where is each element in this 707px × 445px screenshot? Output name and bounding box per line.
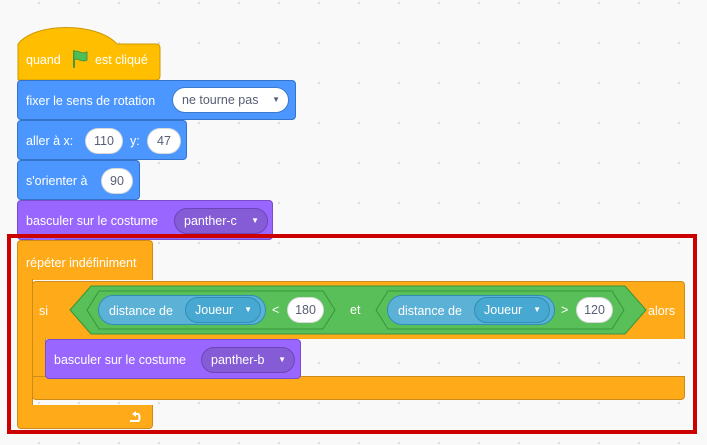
set-rotation-style-block[interactable]: fixer le sens de rotation ne tourne pas … [17,80,296,120]
go-to-xy-block[interactable]: aller à x: 110 y: 47 [17,120,187,160]
costume-value: panther-b [211,353,265,367]
chevron-down-icon: ▼ [278,355,286,364]
distance-label: distance de [109,304,173,318]
and-operator-block[interactable]: et [69,285,647,335]
costume-dropdown[interactable]: panther-c ▼ [174,208,268,234]
forever-label: répéter indéfiniment [26,256,137,270]
y-input[interactable]: 47 [147,128,181,154]
if-foot [32,376,685,400]
less-than-operator-block[interactable]: distance de Joueur ▼ < 180 [86,290,336,330]
distance-target-dropdown[interactable]: Joueur ▼ [474,297,550,323]
rotation-style-label: fixer le sens de rotation [26,94,156,108]
greater-than-symbol: > [561,303,569,317]
loop-arrow-icon [130,411,141,422]
distance-to-reporter[interactable]: distance de Joueur ▼ [98,295,266,325]
if-label: si [39,304,49,318]
distance-to-reporter[interactable]: distance de Joueur ▼ [387,295,555,325]
go-to-x-label: aller à x: [26,134,74,148]
then-label: alors [648,304,676,318]
distance-target-value: Joueur [484,303,523,317]
forever-foot [17,405,153,429]
switch-costume-block[interactable]: basculer sur le costume panther-b ▼ [45,339,301,379]
x-input[interactable]: 110 [85,128,123,154]
chevron-down-icon: ▼ [533,305,541,314]
green-flag-icon [73,50,88,68]
chevron-down-icon: ▼ [251,216,259,225]
when-label: quand [26,53,61,67]
direction-input[interactable]: 90 [101,168,133,194]
y-label: y: [130,134,140,148]
chevron-down-icon: ▼ [272,95,280,104]
when-flag-clicked-block[interactable]: quand est cliqué [17,40,161,80]
greater-than-value-input[interactable]: 120 [576,297,613,323]
rotation-style-dropdown[interactable]: ne tourne pas ▼ [172,87,289,113]
rotation-style-value: ne tourne pas [182,93,259,107]
costume-dropdown[interactable]: panther-b ▼ [201,347,295,373]
highlight-box [7,234,697,434]
switch-costume-label: basculer sur le costume [26,214,159,228]
switch-costume-block[interactable]: basculer sur le costume panther-c ▼ [17,200,273,240]
greater-than-operator-block[interactable]: distance de Joueur ▼ > 120 [375,290,625,330]
is-clicked-label: est cliqué [95,53,148,67]
distance-target-value: Joueur [195,303,234,317]
less-than-symbol: < [272,303,280,317]
switch-costume-label: basculer sur le costume [54,353,187,367]
distance-label: distance de [398,304,462,318]
less-than-value-input[interactable]: 180 [287,297,324,323]
and-label: et [350,303,361,317]
distance-target-dropdown[interactable]: Joueur ▼ [185,297,261,323]
forever-block[interactable]: répéter indéfiniment [17,240,153,280]
costume-value: panther-c [184,214,237,228]
point-in-direction-block[interactable]: s'orienter à 90 [17,160,140,200]
hat-block-shape [17,27,161,81]
point-direction-label: s'orienter à [26,174,88,188]
chevron-down-icon: ▼ [244,305,252,314]
